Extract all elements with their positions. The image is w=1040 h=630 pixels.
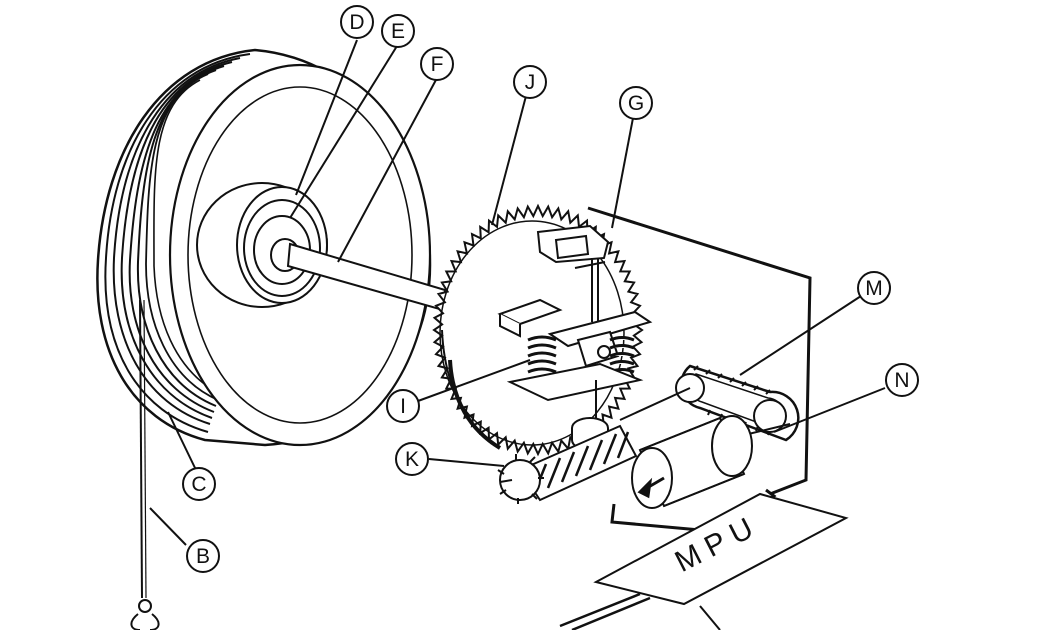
motor: [631, 415, 753, 509]
sensor-mechanism: [497, 224, 653, 451]
svg-text:E: E: [391, 20, 405, 43]
mpu-box: MPU: [593, 492, 849, 630]
worm-gear: [497, 424, 638, 504]
svg-text:F: F: [431, 53, 444, 76]
svg-text:J: J: [525, 71, 536, 94]
svg-text:N: N: [894, 369, 909, 392]
svg-text:G: G: [628, 92, 644, 115]
callout-f: F: [420, 47, 454, 81]
svg-text:K: K: [405, 448, 419, 471]
callout-g: G: [619, 86, 653, 120]
cable-drum: [96, 48, 432, 447]
timing-belt: [619, 364, 800, 442]
callout-c: C: [182, 467, 216, 501]
leader-lines: [149, 39, 886, 546]
callout-n: N: [885, 363, 919, 397]
hoist-cable: [139, 299, 147, 599]
callout-i: I: [386, 389, 420, 423]
callout-m: M: [857, 271, 891, 305]
svg-text:I: I: [400, 395, 406, 418]
wiring: [559, 206, 812, 630]
callout-j: J: [513, 65, 547, 99]
callout-e: E: [381, 14, 415, 48]
svg-text:M: M: [865, 277, 883, 300]
callout-d: D: [340, 5, 374, 39]
hook-icon: [130, 599, 160, 630]
callout-b: B: [186, 539, 220, 573]
svg-text:B: B: [196, 545, 210, 568]
svg-text:C: C: [191, 473, 206, 496]
svg-text:D: D: [349, 11, 364, 34]
callout-k: K: [395, 442, 429, 476]
